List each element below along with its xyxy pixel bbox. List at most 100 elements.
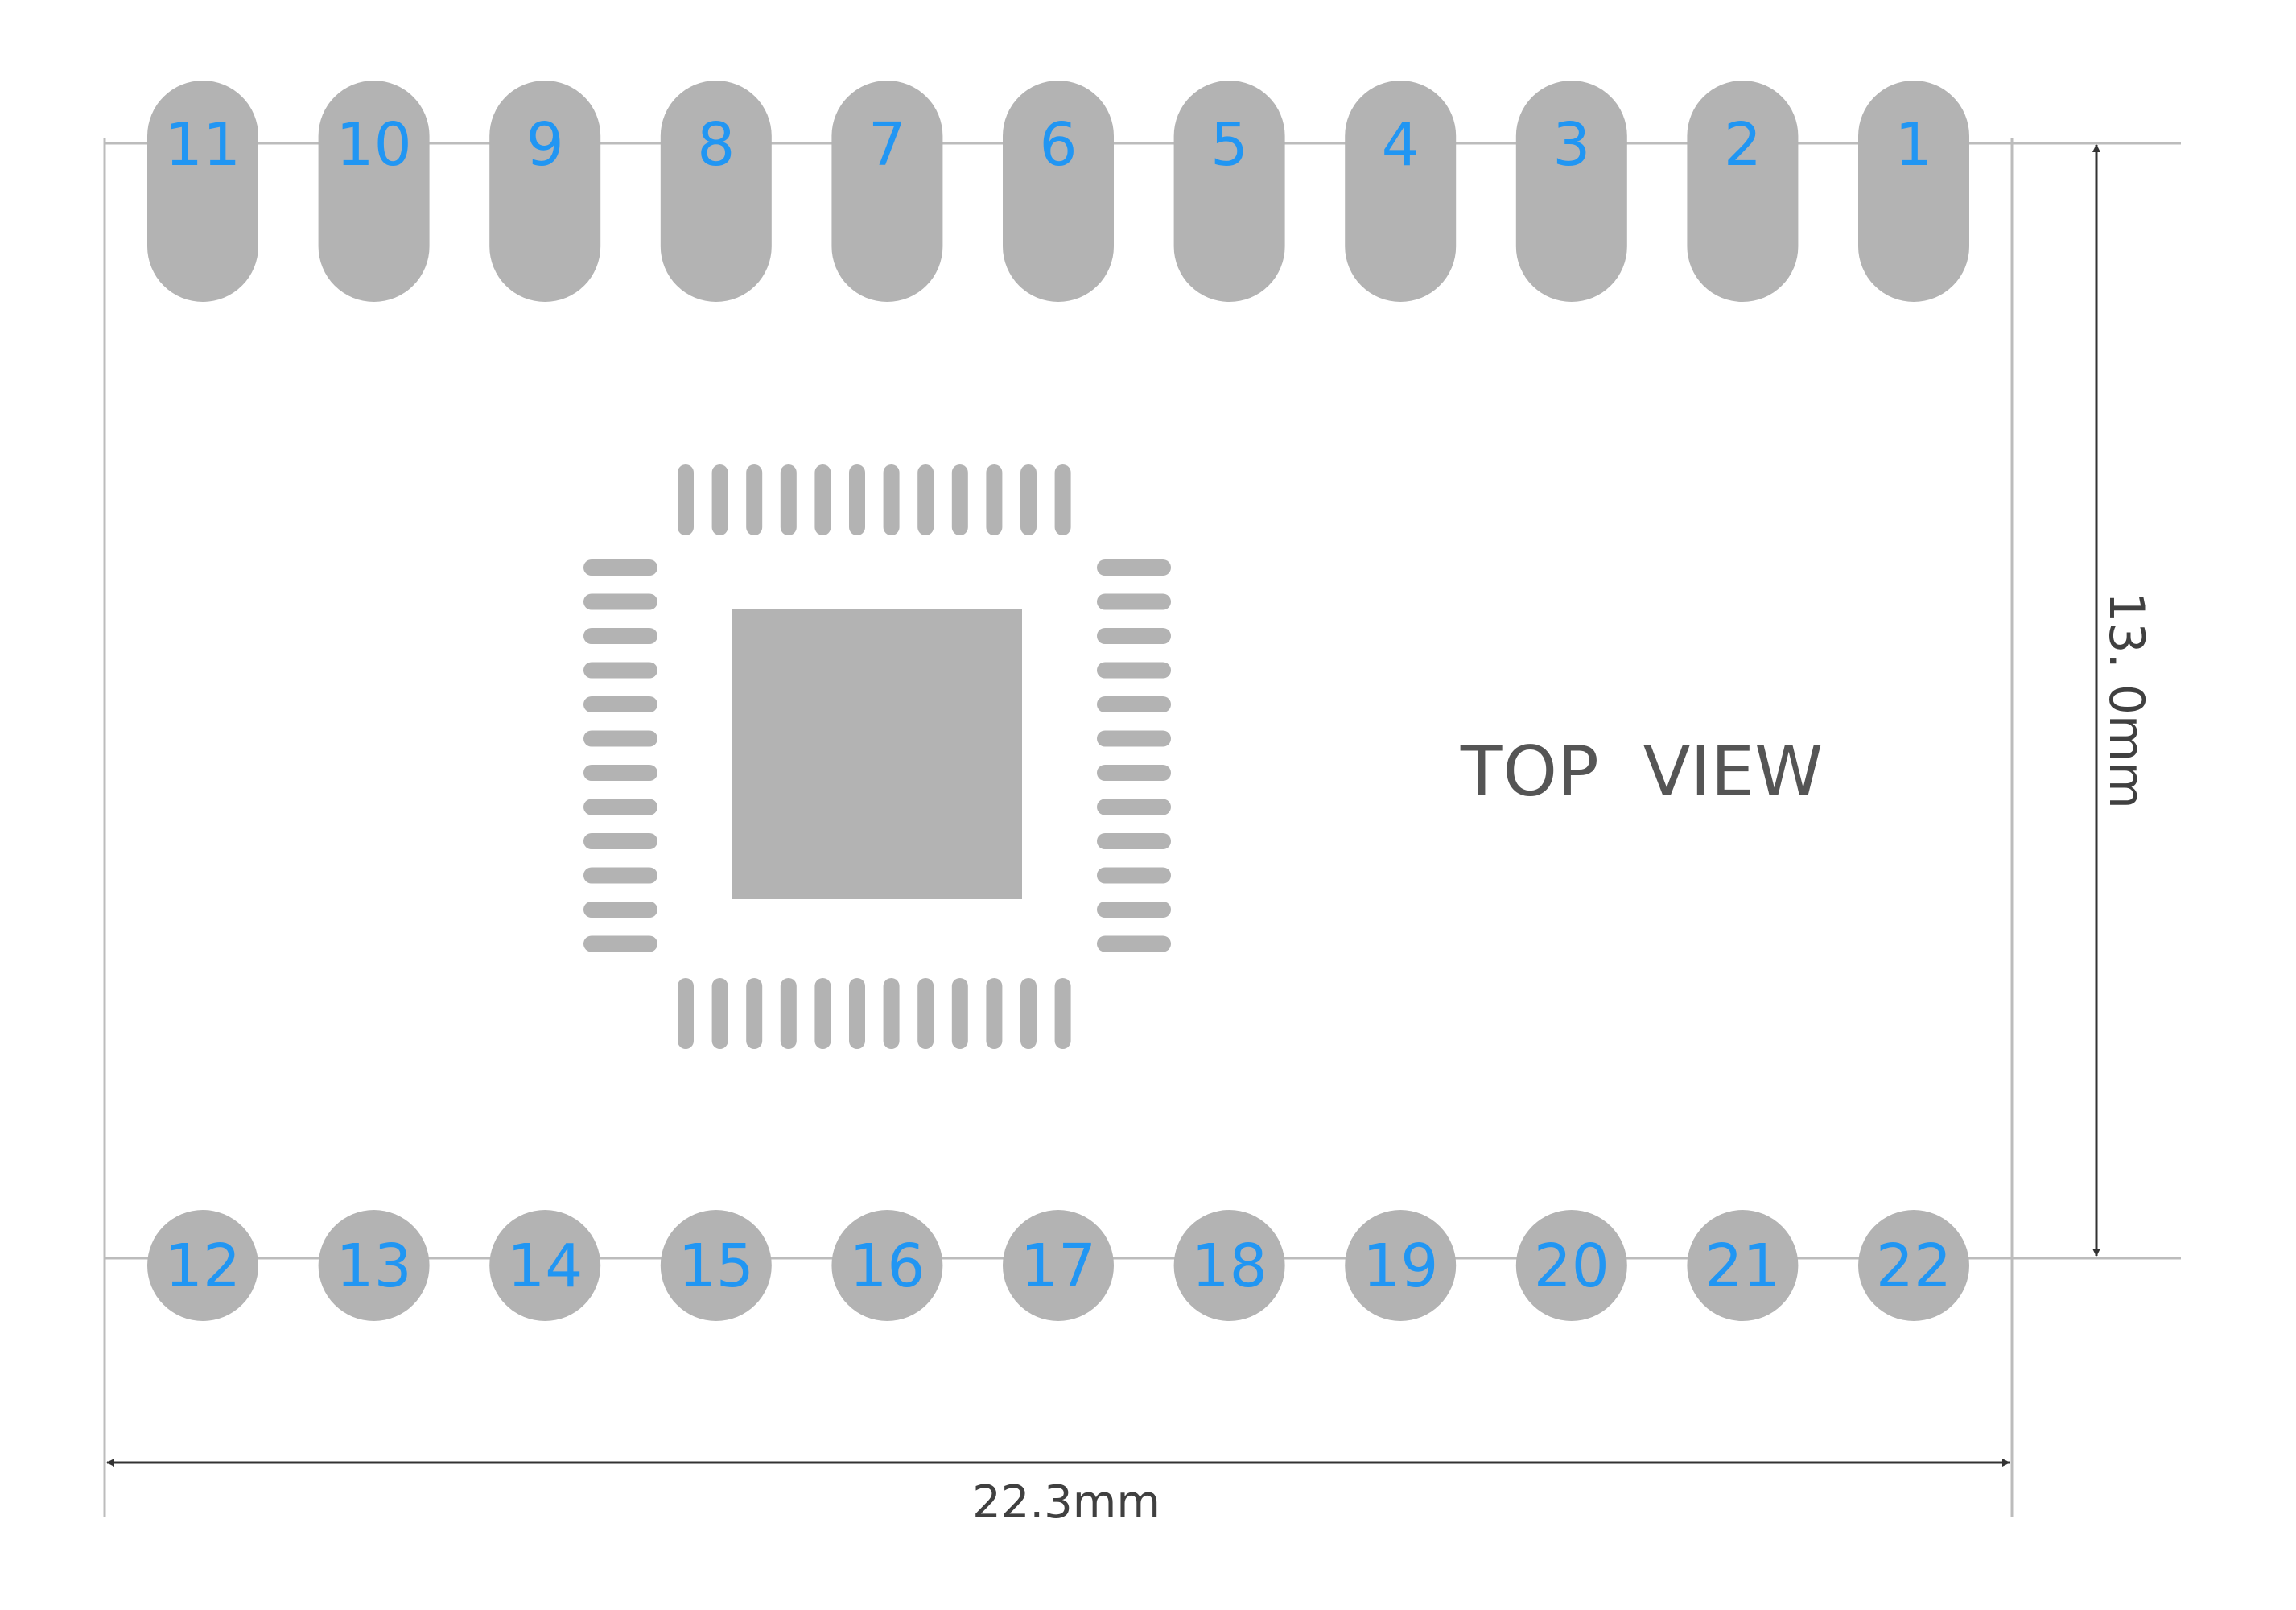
- chip-pin-top: [1054, 464, 1071, 535]
- chip-pin-left: [583, 799, 657, 815]
- height-dimension-label: 13. 0mm: [2098, 592, 2154, 809]
- chip-pin-right: [1097, 628, 1171, 644]
- pin-number-label: 4: [1382, 110, 1420, 180]
- chip-pin-top: [678, 464, 694, 535]
- bottom-pad-21: 21: [1687, 1210, 1799, 1321]
- chip-pin-left: [583, 696, 657, 712]
- chip-pin-top: [986, 464, 1003, 535]
- chip-pin-top: [883, 464, 900, 535]
- top-pin-row: 11 10 9 8 7 6 5 4 3 2 1: [147, 80, 1969, 302]
- pin-number-label: 7: [868, 110, 906, 180]
- chip-pin-left: [583, 559, 657, 576]
- qfn-chip-footprint: [583, 464, 1171, 1049]
- bottom-pad-19: 19: [1345, 1210, 1457, 1321]
- top-pad-8: 8: [660, 80, 772, 302]
- chip-exposed-pad: [732, 609, 1022, 899]
- chip-pin-left: [583, 593, 657, 610]
- bottom-pad-22: 22: [1858, 1210, 1969, 1321]
- pin-number-label: 20: [1534, 1232, 1610, 1301]
- chip-pin-bottom: [678, 978, 694, 1049]
- pin-number-label: 10: [336, 110, 412, 180]
- bottom-pad-17: 17: [1003, 1210, 1114, 1321]
- chip-pin-right: [1097, 902, 1171, 918]
- round-pad: [1173, 1210, 1285, 1321]
- pin-number-label: 14: [507, 1232, 583, 1301]
- chip-pin-right: [1097, 833, 1171, 849]
- castellated-pad: [660, 80, 772, 302]
- round-pad: [318, 1210, 430, 1321]
- pin-number-label: 22: [1876, 1232, 1952, 1301]
- bottom-pad-13: 13: [318, 1210, 430, 1321]
- bottom-pad-15: 15: [660, 1210, 772, 1321]
- castellated-pad: [147, 80, 258, 302]
- castellated-pad: [1858, 80, 1969, 302]
- pin-number-label: 9: [526, 110, 564, 180]
- chip-pin-bottom: [1020, 978, 1037, 1049]
- castellated-pad: [831, 80, 943, 302]
- pin-number-label: 15: [678, 1232, 754, 1301]
- round-pad: [1858, 1210, 1969, 1321]
- pin-number-label: 3: [1552, 110, 1590, 180]
- top-pad-9: 9: [489, 80, 601, 302]
- castellated-pad: [1515, 80, 1627, 302]
- castellated-pad: [1687, 80, 1799, 302]
- pin-number-label: 1: [1894, 110, 1932, 180]
- top-view-label: TOP VIEW: [1460, 732, 1823, 812]
- chip-pin-left: [583, 628, 657, 644]
- height-dimension: 13. 0mm: [2092, 144, 2154, 1257]
- castellated-pad: [489, 80, 601, 302]
- castellated-pad: [318, 80, 430, 302]
- pin-number-label: 5: [1210, 110, 1248, 180]
- round-pad: [489, 1210, 601, 1321]
- chip-pin-bottom: [849, 978, 865, 1049]
- bottom-pad-18: 18: [1173, 1210, 1285, 1321]
- extension-lines: [103, 138, 2181, 1517]
- round-pad: [831, 1210, 943, 1321]
- top-pad-11: 11: [147, 80, 258, 302]
- chip-pin-right: [1097, 696, 1171, 712]
- chip-pin-left: [583, 935, 657, 952]
- castellated-pad: [1173, 80, 1285, 302]
- chip-pin-top: [814, 464, 831, 535]
- pin-number-label: 19: [1362, 1232, 1438, 1301]
- chip-pin-left: [583, 867, 657, 884]
- chip-pin-right: [1097, 662, 1171, 679]
- pin-number-label: 6: [1039, 110, 1077, 180]
- top-pad-4: 4: [1345, 80, 1457, 302]
- chip-pin-top: [1020, 464, 1037, 535]
- top-pad-7: 7: [831, 80, 943, 302]
- chip-pin-top: [951, 464, 968, 535]
- round-pad: [1003, 1210, 1114, 1321]
- round-pad: [1515, 1210, 1627, 1321]
- chip-pin-top: [711, 464, 728, 535]
- round-pad: [660, 1210, 772, 1321]
- chip-pin-right: [1097, 730, 1171, 747]
- pin-number-label: 11: [165, 110, 241, 180]
- chip-pin-left: [583, 662, 657, 679]
- chip-pin-bottom: [1054, 978, 1071, 1049]
- chip-pin-bottom: [746, 978, 763, 1049]
- chip-pin-right: [1097, 559, 1171, 576]
- chip-pins: [583, 464, 1171, 1049]
- top-pad-10: 10: [318, 80, 430, 302]
- castellated-pad: [1003, 80, 1114, 302]
- round-pad: [1687, 1210, 1799, 1321]
- chip-pin-bottom: [780, 978, 797, 1049]
- chip-pin-bottom: [917, 978, 934, 1049]
- chip-pin-bottom: [883, 978, 900, 1049]
- bottom-pad-20: 20: [1515, 1210, 1627, 1321]
- castellated-pad: [1345, 80, 1457, 302]
- pin-number-label: 13: [336, 1232, 412, 1301]
- round-pad: [1345, 1210, 1457, 1321]
- chip-pin-left: [583, 833, 657, 849]
- chip-pin-bottom: [951, 978, 968, 1049]
- pin-number-label: 2: [1724, 110, 1762, 180]
- chip-pin-top: [917, 464, 934, 535]
- chip-pin-top: [849, 464, 865, 535]
- width-dimension: 22.3mm: [106, 1459, 2010, 1529]
- top-pad-2: 2: [1687, 80, 1799, 302]
- pin-number-label: 21: [1704, 1232, 1780, 1301]
- bottom-pad-16: 16: [831, 1210, 943, 1321]
- chip-pin-right: [1097, 593, 1171, 610]
